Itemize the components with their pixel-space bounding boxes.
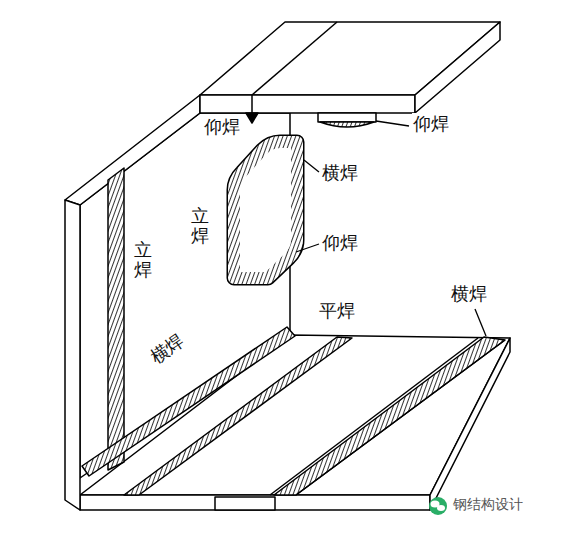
weld-label: 横焊 — [321, 162, 359, 184]
weld-label: 立焊 — [190, 206, 210, 246]
weld-label: 平焊 — [318, 300, 356, 322]
weld-label: 立焊 — [133, 240, 153, 280]
watermark: 钢结构设计 — [452, 496, 524, 513]
weld-label: 仰焊 — [203, 116, 241, 138]
weld-label: 仰焊 — [321, 232, 359, 254]
wechat-icon — [429, 497, 447, 515]
weld-label: 横焊 — [450, 283, 488, 305]
weld-label: 仰焊 — [412, 113, 450, 135]
